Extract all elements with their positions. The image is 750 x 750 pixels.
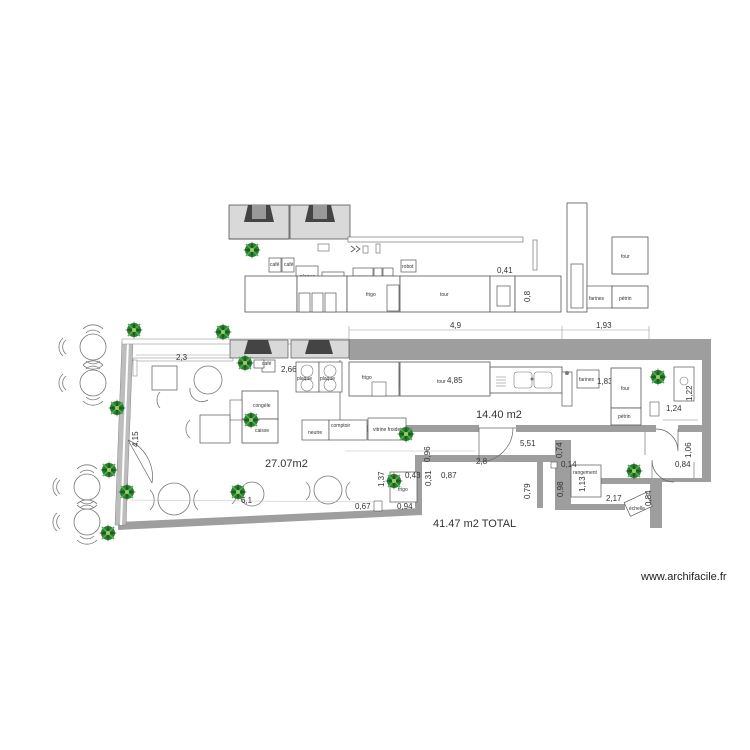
neutre-label: neutre bbox=[308, 430, 322, 436]
comptoir-label: comptoir bbox=[331, 423, 351, 429]
dimension-label: 1,06 bbox=[684, 442, 693, 458]
dimension-label: 1,93 bbox=[596, 321, 612, 330]
dimension-label: 0,41 bbox=[497, 266, 513, 275]
dimension-label: 0,8 bbox=[523, 290, 532, 302]
hood-left bbox=[228, 204, 290, 240]
echelle-label: échelle bbox=[629, 506, 645, 512]
cafe-label: café bbox=[262, 361, 272, 367]
shop-furniture: congèle caisse neutre comptoir vitrine f… bbox=[229, 390, 653, 517]
hood-right bbox=[289, 204, 351, 240]
dimension-label: 4,15 bbox=[131, 431, 140, 447]
chair bbox=[58, 373, 67, 393]
caisse-label: caisse bbox=[255, 428, 269, 434]
table-set bbox=[79, 324, 107, 370]
dimension-label: 0,67 bbox=[355, 502, 371, 511]
table-set bbox=[73, 499, 101, 545]
congele-label: congèle bbox=[253, 403, 271, 409]
dimension-label: 0,31 bbox=[424, 470, 433, 486]
dimension-label: 4,85 bbox=[447, 376, 463, 385]
hood-left bbox=[229, 339, 289, 359]
vitrine-label: vitrine froide bbox=[373, 427, 400, 433]
frigo-label: frigo bbox=[362, 375, 372, 381]
cafe-label: café bbox=[270, 262, 280, 268]
mid-dimensions: 5,51 0,74 0,96 2,8 0,14 1,06 0,84 1,37 0… bbox=[355, 439, 693, 511]
dimension-label: 0,84 bbox=[675, 460, 691, 469]
four-label: four bbox=[621, 386, 630, 392]
plant-icon bbox=[624, 461, 644, 481]
dimension-label: 0,14 bbox=[561, 460, 577, 469]
plant-icon bbox=[242, 240, 262, 260]
chair bbox=[58, 337, 67, 357]
dimension-label: 0,96 bbox=[423, 446, 432, 462]
table-set bbox=[73, 464, 101, 510]
kitchen-equipment: café 2,66 plaque plaque frigo tour 4,85 … bbox=[229, 339, 698, 426]
plaque-label: plaque bbox=[297, 376, 312, 382]
terrace-area-label: 27.07m2 bbox=[265, 458, 308, 470]
tour-label: tour bbox=[437, 379, 446, 385]
dimension-label: 1,13 bbox=[578, 476, 587, 492]
dimension-lines-top: 4,9 1,93 bbox=[348, 321, 650, 340]
dimension-label: 0,43 bbox=[405, 471, 421, 480]
dimension-label: 0,98 bbox=[556, 481, 565, 497]
plant-icon bbox=[99, 460, 119, 480]
dimension-label: 2,66 bbox=[281, 365, 297, 374]
hood-right bbox=[290, 339, 350, 359]
farines-label: farines bbox=[589, 296, 605, 302]
terrace-furniture bbox=[52, 320, 351, 545]
dimension-label: 1,24 bbox=[666, 404, 682, 413]
dimension-label: 0,87 bbox=[441, 471, 457, 480]
terrace-dimensions: 2,3 6,1 4,15 bbox=[129, 353, 475, 505]
dimension-label: 0,79 bbox=[523, 483, 532, 499]
dimension-label: 1,22 bbox=[685, 385, 694, 401]
chair bbox=[52, 512, 61, 532]
table-set bbox=[79, 360, 107, 406]
frigo-label: frigo bbox=[398, 487, 408, 493]
dimension-label: 2,8 bbox=[476, 457, 488, 466]
dimension-label: 0,74 bbox=[555, 442, 564, 458]
doors bbox=[127, 427, 679, 484]
cafe-label: café bbox=[284, 262, 294, 268]
plant-icon bbox=[648, 367, 668, 387]
dimension-label: 2,17 bbox=[606, 494, 622, 503]
dimension-label: 1,37 bbox=[377, 471, 386, 487]
dimension-label: 0,94 bbox=[397, 502, 413, 511]
farines-label: farines bbox=[579, 377, 595, 383]
dimension-label: 5,51 bbox=[520, 439, 536, 448]
dimension-label: 4,9 bbox=[450, 321, 462, 330]
dimension-label: 6,1 bbox=[241, 496, 253, 505]
frigo-label: frigo bbox=[366, 292, 376, 298]
dimension-label: 1,83 bbox=[597, 377, 613, 386]
kitchen-area-label: 14.40 m2 bbox=[476, 409, 522, 421]
four-label: four bbox=[621, 254, 630, 260]
watermark: www.archifacile.fr bbox=[641, 571, 727, 583]
rangement-label: rangement bbox=[573, 470, 598, 476]
tour-label: tour bbox=[440, 292, 449, 298]
total-area-label: 41.47 m2 TOTAL bbox=[433, 518, 516, 530]
elevation-view: café café plaque robot 0,41 frigo tour 0… bbox=[228, 202, 649, 313]
petrin-label: pétrin bbox=[618, 414, 631, 420]
dimension-label: 2,3 bbox=[176, 353, 188, 362]
robot-label: robot bbox=[402, 264, 414, 270]
chair bbox=[52, 477, 61, 497]
dimension-label: 0,84 bbox=[644, 490, 653, 506]
plant-icon bbox=[124, 320, 144, 340]
plant-icon bbox=[213, 322, 233, 342]
plant-icon bbox=[98, 523, 118, 543]
petrin-label: pétrin bbox=[619, 296, 632, 302]
plaque-label: plaque bbox=[320, 376, 335, 382]
